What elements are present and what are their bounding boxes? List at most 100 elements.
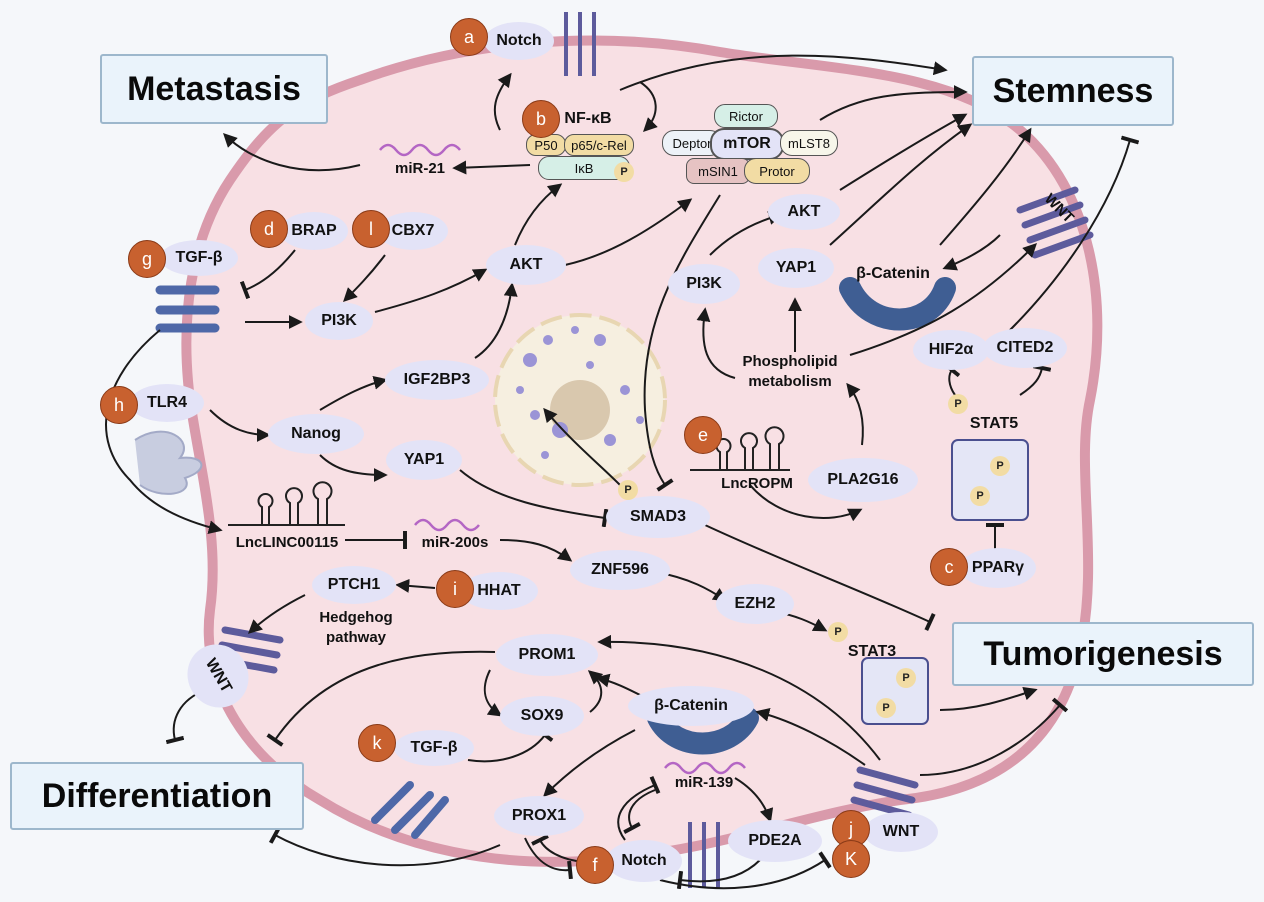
node-pde2a: PDE2A	[728, 820, 822, 862]
mir200s-rna-icon	[414, 518, 480, 532]
node-yap1-right: YAP1	[758, 248, 834, 288]
nucleus-granules	[516, 326, 644, 459]
differentiation-box: Differentiation	[10, 762, 304, 830]
stat5-phospho-tag: P	[948, 394, 968, 414]
edge-cbx7-pi3k	[343, 254, 386, 302]
stat3-dimer-phospho-1: P	[896, 668, 916, 688]
node-igf2bp3: IGF2BP3	[385, 360, 489, 400]
mir21-rna-icon	[379, 143, 461, 157]
node-prox1: PROX1	[494, 796, 584, 836]
mtor-msin1: mSIN1	[686, 158, 750, 184]
node-beta-catenin-top: β-Catenin	[856, 265, 930, 282]
edge-pde2a-notch	[676, 859, 761, 890]
edge-notch-stemness	[619, 54, 948, 91]
node-beta-catenin-bottom: β-Catenin	[628, 686, 754, 726]
mtor-mlst8: mLST8	[780, 130, 838, 156]
edge-pi3k-akt	[374, 268, 488, 313]
edge-betacatenin-stemness	[939, 127, 1032, 246]
edge-nanog-igf2bp3	[319, 375, 388, 411]
edge-tgfb-lnclinc	[105, 329, 223, 535]
badge-h: h	[100, 386, 138, 424]
edge-mir139-pde2a	[734, 777, 774, 823]
node-tlr4: TLR4	[130, 384, 204, 422]
tgfb-receptor-bottom-icon	[371, 781, 449, 839]
node-lncropm: LncROPM	[721, 475, 793, 492]
edge-mtor-stemness	[819, 85, 968, 121]
edge-stat3-tumorigenesis	[939, 686, 1038, 711]
edge-stat5-cited2	[1019, 364, 1052, 396]
badge-e: e	[684, 416, 722, 454]
edge-tlr4-nanog	[209, 409, 271, 442]
edge-phospholipid-wnt	[849, 243, 1037, 356]
edge-brap-tgfb	[239, 249, 296, 300]
edge-phospholipid-pi3k	[696, 307, 736, 379]
beta-catenin-top-shape	[839, 277, 956, 331]
edge-nanog-yap1	[319, 454, 388, 482]
edge-mir200s-znf596	[499, 539, 573, 562]
node-ezh2: EZH2	[716, 584, 794, 624]
edge-nfkb-mir21	[452, 160, 531, 175]
node-lnclinc: LncLINC00115	[235, 534, 339, 551]
edge-pla2g16-phospholipid	[846, 382, 864, 446]
node-brap: BRAP	[280, 212, 348, 250]
smad3-phospho-tag: P	[618, 480, 638, 500]
edge-stat5-hif2a	[943, 362, 961, 396]
node-smad3: SMAD3	[606, 496, 710, 538]
node-wnt-bottom: WNT	[864, 812, 938, 852]
mtor-rictor: Rictor	[714, 104, 778, 128]
edge-akt-nfkb	[514, 183, 563, 246]
nfkb-subunit-p65: p65/c-Rel	[564, 134, 634, 156]
mtor-core: mTOR	[710, 128, 784, 160]
edge-smad3-tumorigenesis	[704, 524, 936, 632]
node-sox9: SOX9	[500, 696, 584, 736]
edge-yap1-smad3	[459, 469, 609, 528]
edge-hhat-ptch1	[395, 578, 436, 593]
badge-K: K	[832, 840, 870, 878]
edge-lncropm-pla2g16	[749, 484, 863, 522]
badge-d: d	[250, 210, 288, 248]
stat3-dimer-phospho-2: P	[876, 698, 896, 718]
edge-sox9-prom1	[587, 670, 604, 713]
node-mir21: miR-21	[394, 160, 446, 177]
node-ptch1: PTCH1	[312, 566, 396, 604]
node-akt-right: AKT	[768, 194, 840, 230]
tumorigenesis-box: Tumorigenesis	[952, 622, 1254, 686]
node-mir200s: miR-200s	[421, 534, 489, 551]
node-pparg: PPARγ	[960, 548, 1036, 588]
node-znf596: ZNF596	[570, 550, 670, 590]
edge-prox1-notch	[524, 837, 573, 880]
edge-tgfb-sox9	[467, 728, 554, 763]
edge-cited2-stemness	[1009, 135, 1140, 331]
notch-receptor-bottom-icon	[688, 822, 720, 888]
wnt-receptor-top-icon	[1016, 186, 1094, 259]
edge-mir139-notch	[623, 789, 656, 835]
badge-l: l	[352, 210, 390, 248]
edge-prom1-sox9	[483, 669, 503, 717]
node-hedgehog: Hedgehog pathway	[319, 609, 393, 646]
node-pla2g16: PLA2G16	[808, 458, 918, 502]
edge-ptch1-wnt	[247, 594, 306, 634]
node-mir139: miR-139	[674, 774, 734, 791]
badge-f: f	[576, 846, 614, 884]
node-akt-center: AKT	[486, 245, 566, 285]
node-tgfb-top: TGF-β	[160, 240, 238, 276]
lncropm-rna-icon	[690, 426, 790, 471]
node-tgfb-bottom: TGF-β	[394, 730, 474, 766]
edge-prom1-differentiation	[266, 650, 496, 747]
mir139-rna-icon	[664, 761, 746, 775]
stat5-dimer-phospho-1: P	[990, 456, 1010, 476]
node-phospholipid: Phospholipid metabolism	[742, 353, 838, 390]
stemness-box: Stemness	[972, 56, 1174, 126]
node-stat3: STAT3	[847, 643, 897, 660]
edge-betacatenin-prox1	[543, 729, 636, 797]
stat3-phospho-tag: P	[828, 622, 848, 642]
notch-receptor-icon	[564, 12, 596, 76]
badge-c: c	[930, 548, 968, 586]
edge-wnt-betacatenin	[942, 234, 1001, 271]
stat5-dimer-phospho-2: P	[970, 486, 990, 506]
edge-notch-wnt	[659, 851, 832, 890]
edge-akt-mtor	[564, 198, 693, 266]
edge-notch-mir139	[617, 775, 661, 841]
edge-mir21-metastasis	[223, 133, 361, 172]
ikb-phospho-tag: P	[614, 162, 634, 182]
